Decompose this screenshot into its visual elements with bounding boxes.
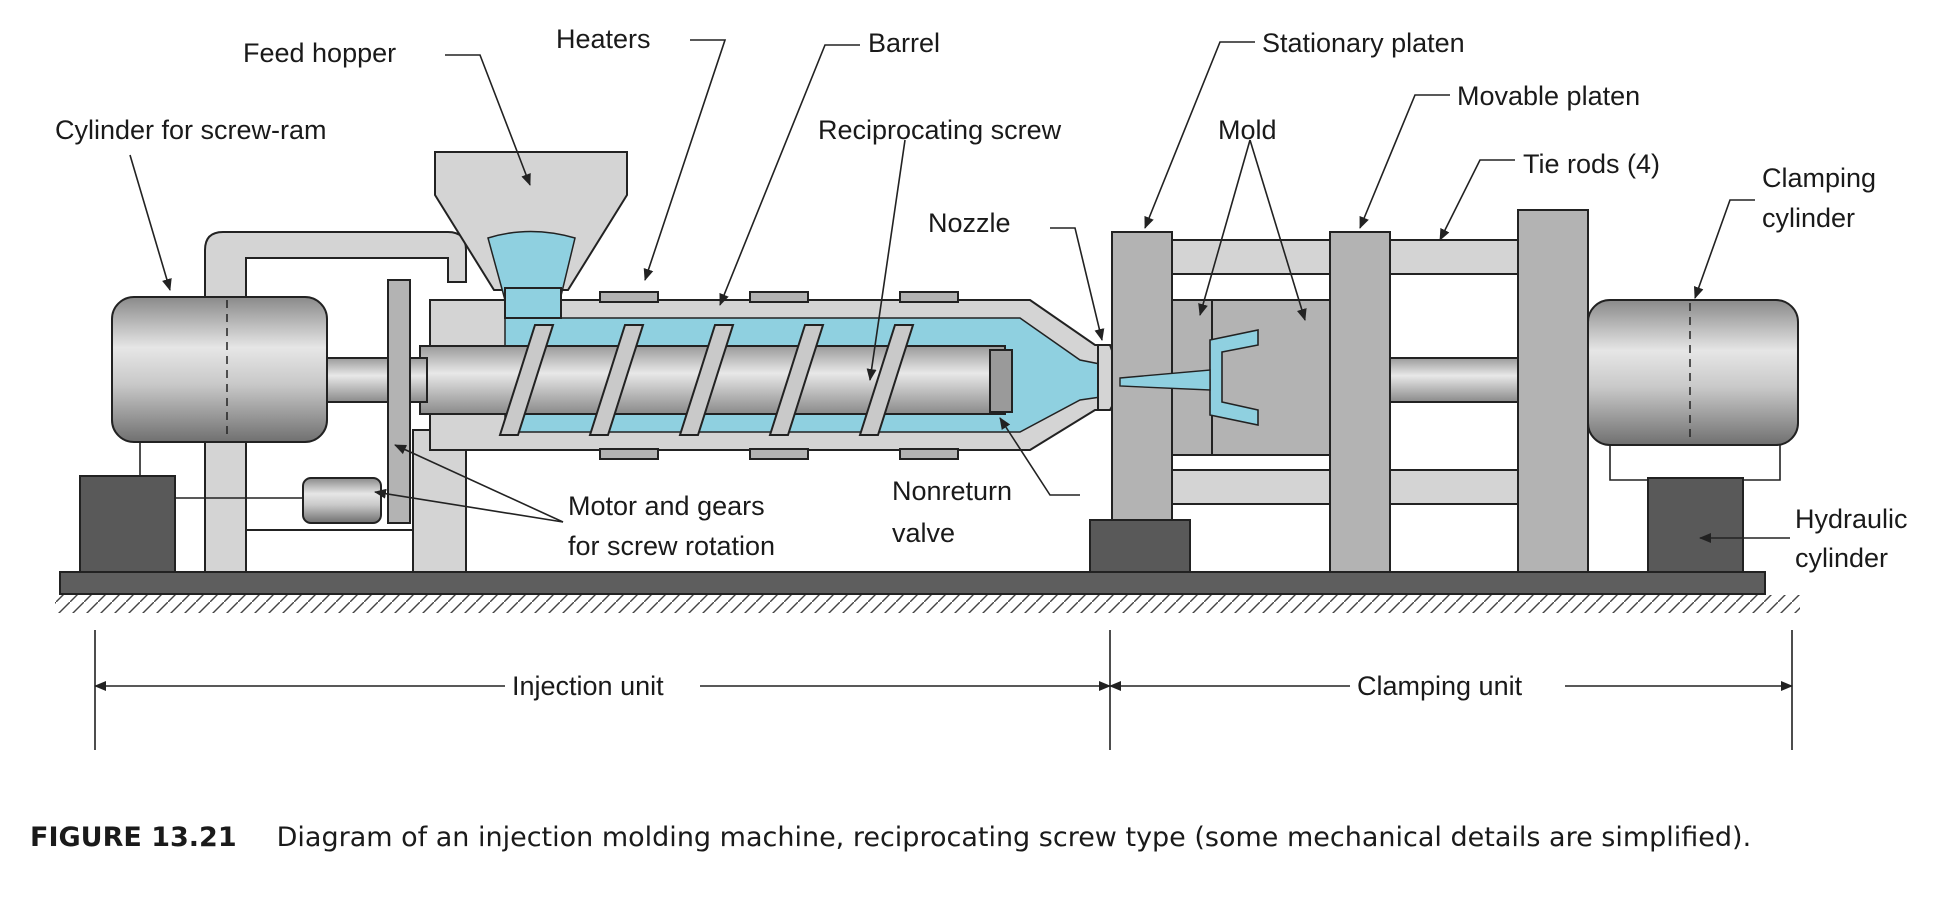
movable-platen bbox=[1329, 231, 1391, 573]
label-movable-platen: Movable platen bbox=[1457, 81, 1640, 111]
label-clamping-cylinder-line1: Clamping bbox=[1762, 163, 1876, 193]
label-heaters: Heaters bbox=[556, 24, 651, 54]
label-hydraulic-cylinder-line1: Hydraulic bbox=[1795, 504, 1908, 534]
machine-base bbox=[59, 571, 1766, 595]
label-hydraulic-cylinder-line2: cylinder bbox=[1795, 543, 1888, 573]
label-motor-gears-line1: Motor and gears bbox=[568, 491, 765, 521]
stationary-platen-foot bbox=[1089, 519, 1191, 573]
injection-molding-diagram: Feed hopper Heaters Barrel Cylinder for … bbox=[55, 24, 1908, 750]
figure-caption: FIGURE 13.21 Diagram of an injection mold… bbox=[30, 818, 1910, 858]
figure-number: FIGURE 13.21 bbox=[30, 822, 237, 853]
label-stationary-platen: Stationary platen bbox=[1262, 28, 1465, 58]
label-reciprocating-screw: Reciprocating screw bbox=[818, 115, 1062, 145]
screw-ram-cylinder bbox=[111, 296, 328, 443]
drive-motor bbox=[302, 477, 382, 524]
label-cylinder-screw-ram: Cylinder for screw-ram bbox=[55, 115, 327, 145]
label-nozzle: Nozzle bbox=[928, 208, 1011, 238]
injection-frame bbox=[204, 231, 467, 573]
label-mold: Mold bbox=[1218, 115, 1277, 145]
left-hydraulic-block bbox=[79, 475, 176, 573]
label-barrel: Barrel bbox=[868, 28, 940, 58]
label-injection-unit: Injection unit bbox=[512, 671, 664, 701]
stationary-platen bbox=[1111, 231, 1173, 573]
mold-cavity bbox=[1209, 329, 1259, 426]
caption-text: Diagram of an injection molding machine,… bbox=[276, 822, 1752, 853]
clamping-cylinder bbox=[1587, 299, 1799, 446]
label-nonreturn-valve-line1: Nonreturn bbox=[892, 476, 1012, 506]
hopper-pellets bbox=[487, 230, 576, 301]
drive-gear bbox=[387, 279, 411, 524]
label-clamping-cylinder-line2: cylinder bbox=[1762, 203, 1855, 233]
clamping-rod bbox=[1389, 357, 1519, 403]
label-clamping-unit: Clamping unit bbox=[1357, 671, 1523, 701]
label-feed-hopper: Feed hopper bbox=[243, 38, 396, 68]
heater-bands bbox=[599, 291, 959, 460]
right-hydraulic-block bbox=[1647, 477, 1744, 573]
nonreturn-valve bbox=[989, 349, 1013, 413]
rear-platen bbox=[1517, 209, 1589, 573]
ram-shaft bbox=[326, 357, 428, 403]
leader-lines bbox=[129, 39, 1790, 543]
frame-opening bbox=[245, 529, 414, 573]
feed-hopper bbox=[434, 151, 628, 291]
mold-movable-half bbox=[1211, 299, 1331, 456]
label-tie-rods: Tie rods (4) bbox=[1523, 149, 1660, 179]
label-nonreturn-valve-line2: valve bbox=[892, 518, 955, 548]
ground-hatch bbox=[55, 595, 1800, 613]
screw-flights bbox=[498, 324, 915, 436]
label-motor-gears-line2: for screw rotation bbox=[568, 531, 775, 561]
dimension-lines bbox=[94, 630, 1793, 750]
